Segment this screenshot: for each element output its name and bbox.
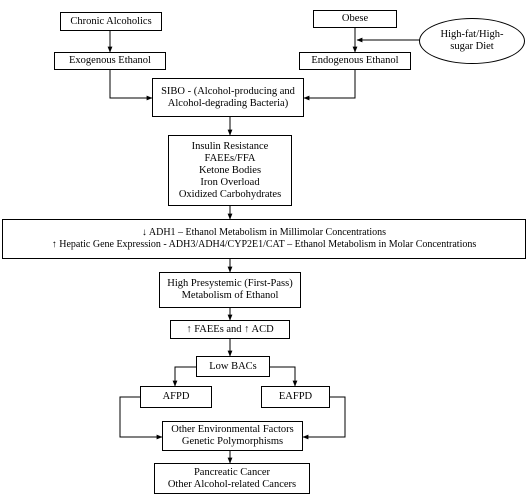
arrow-afpd-to-environment	[119, 396, 163, 440]
diet-line-2: sugar Diet	[450, 41, 494, 52]
arrow-exogenous-to-sibo	[109, 70, 153, 101]
node-presystemic-metabolism: High Presystemic (First-Pass) Metabolism…	[159, 272, 301, 308]
node-faees-acd: ↑ FAEEs and ↑ ACD	[170, 320, 290, 339]
adh-line-2: ↑ Hepatic Gene Expression - ADH3/ADH4/CY…	[51, 239, 477, 250]
arrow-eafpd-to-environment	[302, 396, 346, 440]
cancer-line-2: Other Alcohol-related Cancers	[167, 478, 297, 490]
environment-line-1: Other Environmental Factors	[171, 424, 294, 435]
diet-line-1: High-fat/High-	[440, 29, 504, 40]
presystemic-line-1: High Presystemic (First-Pass)	[167, 278, 293, 289]
factor-faees-ffa: FAEEs/FFA	[204, 152, 256, 164]
factor-ketone-bodies: Ketone Bodies	[198, 164, 262, 176]
node-sibo: SIBO - (Alcohol-producing and Alcohol-de…	[152, 78, 304, 117]
arrow-endogenous-to-sibo	[303, 70, 356, 101]
cancer-line-1: Pancreatic Cancer	[193, 466, 271, 478]
node-adh-expression: ↓ ADH1 – Ethanol Metabolism in Millimola…	[2, 219, 526, 259]
factor-oxidized-carbohydrates: Oxidized Carbohydrates	[178, 188, 282, 200]
node-obese: Obese	[313, 10, 397, 28]
node-eafpd: EAFPD	[261, 386, 330, 408]
node-environment-genetics: Other Environmental Factors Genetic Poly…	[162, 421, 303, 451]
node-afpd: AFPD	[140, 386, 212, 408]
arrow-lowbacs-to-afpd	[172, 366, 196, 387]
sibo-line-2: Alcohol-degrading Bacteria)	[167, 97, 289, 109]
node-cancers: Pancreatic Cancer Other Alcohol-related …	[154, 463, 310, 494]
node-metabolic-factors: Insulin Resistance FAEEs/FFA Ketone Bodi…	[168, 135, 292, 206]
adh-line-1: ↓ ADH1 – Ethanol Metabolism in Millimola…	[141, 227, 387, 238]
node-low-bacs: Low BACs	[196, 356, 270, 377]
sibo-line-1: SIBO - (Alcohol-producing and	[161, 85, 295, 97]
factor-iron-overload: Iron Overload	[200, 176, 260, 188]
node-high-fat-diet: High-fat/High- sugar Diet	[419, 18, 525, 64]
node-exogenous-ethanol: Exogenous Ethanol	[54, 52, 166, 70]
node-chronic-alcoholics: Chronic Alcoholics	[60, 12, 162, 31]
node-endogenous-ethanol: Endogenous Ethanol	[299, 52, 411, 70]
environment-line-2: Genetic Polymorphisms	[181, 436, 284, 447]
presystemic-line-2: Metabolism of Ethanol	[181, 290, 279, 301]
factor-insulin-resistance: Insulin Resistance	[191, 140, 269, 152]
arrow-lowbacs-to-eafpd	[270, 366, 298, 387]
